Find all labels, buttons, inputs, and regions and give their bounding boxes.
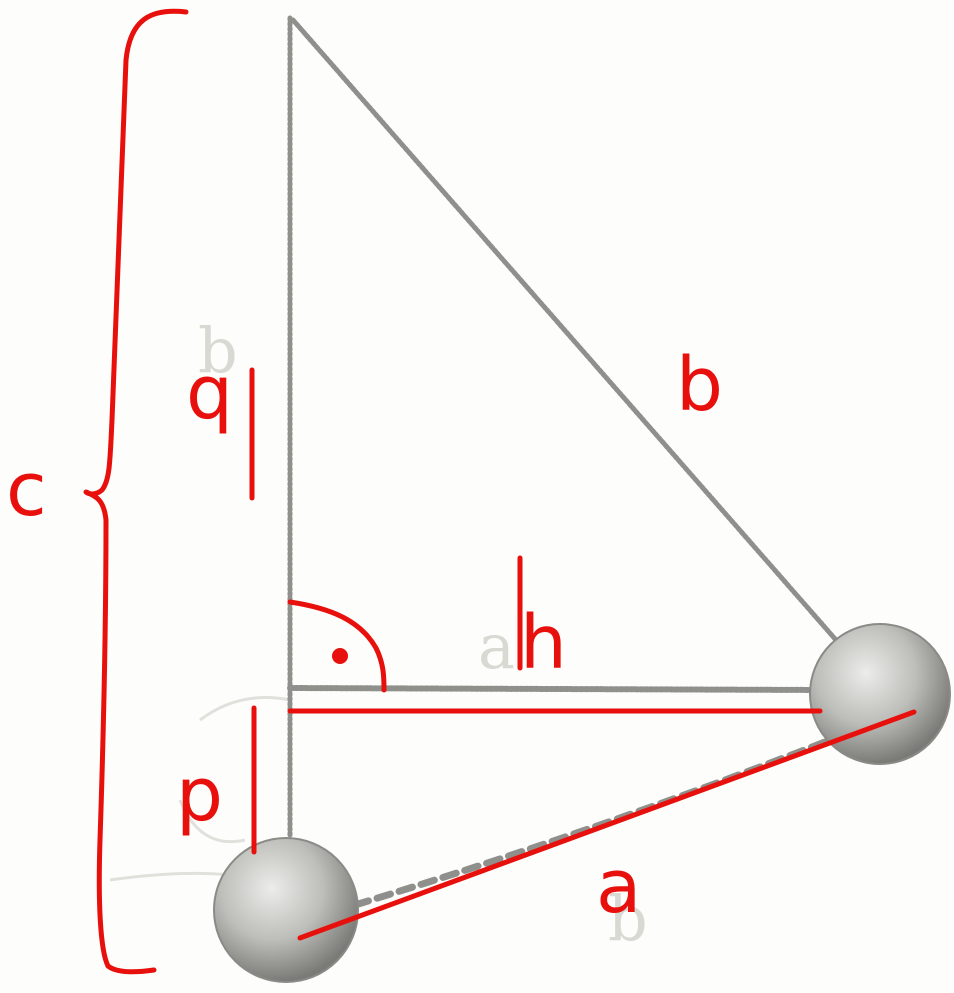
ball-right	[809, 623, 951, 765]
right-angle-arc	[287, 599, 387, 693]
label-q: q	[186, 350, 233, 436]
faint-label-bottom: b	[608, 882, 648, 955]
label-a: a	[596, 844, 641, 930]
faint-arc-upper	[199, 696, 291, 722]
faint-label-upper-left: b	[198, 314, 238, 387]
label-h: h	[520, 600, 567, 686]
faint-curve-bottom-left	[178, 799, 246, 844]
label-p: p	[176, 752, 223, 838]
red-annotations	[83, 8, 917, 975]
side-a-red	[297, 709, 917, 941]
ball-bottom	[213, 837, 359, 983]
hypotenuse-b	[290, 17, 839, 643]
right-angle-dot	[332, 648, 348, 664]
faint-background	[109, 696, 291, 882]
side-a-dashed	[351, 736, 834, 909]
label-b: b	[676, 342, 723, 428]
red-letters: c q p b h a	[6, 342, 723, 930]
faint-arc	[109, 871, 231, 882]
label-c: c	[6, 447, 47, 533]
height-line	[287, 685, 823, 693]
curly-brace-c	[83, 8, 189, 975]
faint-label-middle: a	[478, 610, 515, 683]
